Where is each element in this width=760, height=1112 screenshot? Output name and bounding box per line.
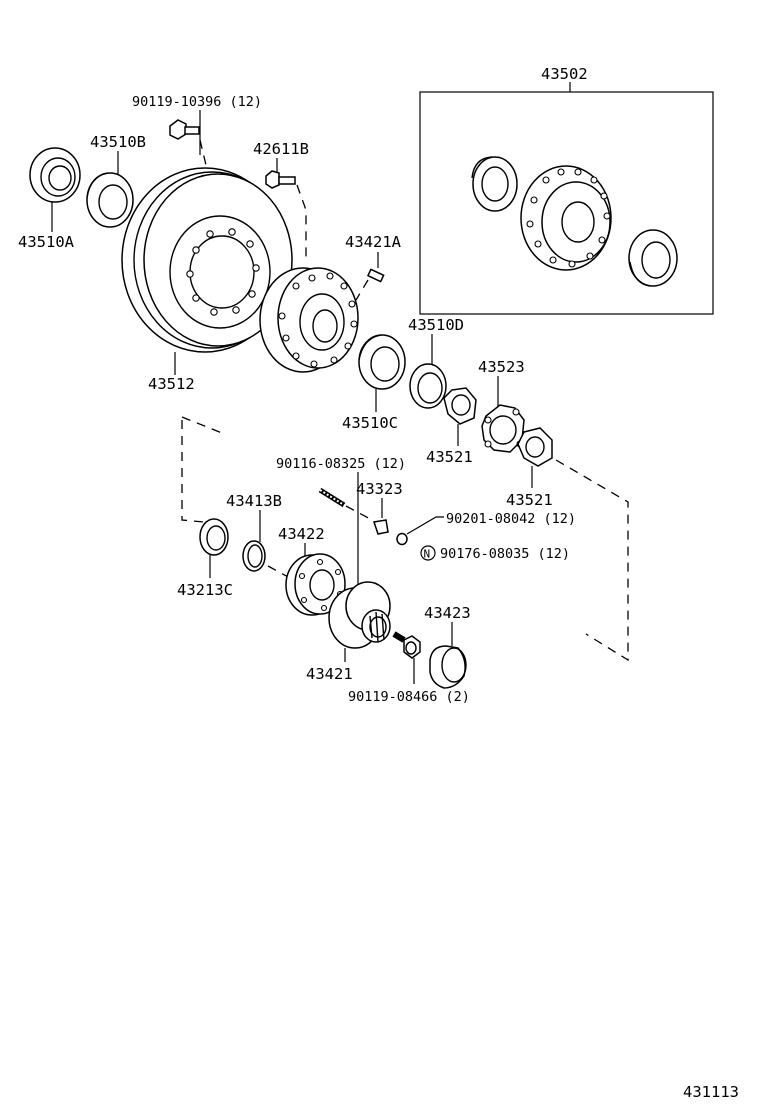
label-43502: 43502	[541, 65, 588, 83]
label-42611B: 42611B	[253, 140, 309, 158]
assembly-dash-right	[555, 459, 629, 662]
lock-nut-43521-upper	[443, 387, 477, 425]
bearing-43510C	[358, 334, 406, 390]
seal-43213C	[199, 518, 229, 556]
label-43510C: 43510C	[342, 414, 398, 432]
gasket-43422	[285, 553, 346, 616]
label-43510D: 43510D	[408, 316, 464, 334]
label-43413B: 43413B	[226, 492, 282, 510]
axle-hub	[259, 267, 359, 373]
label-43423: 43423	[424, 604, 471, 622]
bolt-90119-10396	[169, 119, 200, 140]
kit-box	[419, 91, 714, 315]
label-43421A: 43421A	[345, 233, 402, 251]
label-43512: 43512	[148, 375, 195, 393]
label-43510A: 43510A	[18, 233, 75, 251]
label-43510B: 43510B	[90, 133, 146, 151]
assembly-dash-left	[181, 420, 205, 523]
label-90119-08466: 90119-08466 (2)	[348, 689, 470, 705]
hub-bolt-42611B	[265, 170, 296, 189]
stud-bolt-90116-08325	[318, 487, 346, 508]
label-43213C: 43213C	[177, 581, 233, 599]
label-43523: 43523	[478, 358, 525, 376]
label-43323: 43323	[356, 480, 403, 498]
oil-seal-43510A	[29, 147, 81, 203]
label-90176-08035: 90176-08035 (12)	[440, 546, 570, 562]
bearing-43510B	[86, 172, 134, 228]
kit-bearing-left	[471, 156, 518, 212]
label-43421: 43421	[306, 665, 353, 683]
n-mark-letter: N	[424, 548, 431, 561]
label-90116-08325: 90116-08325 (12)	[276, 456, 406, 472]
drive-flange-43421	[328, 581, 391, 649]
label-90119-10396: 90119-10396 (12)	[132, 94, 262, 110]
brake-disc-43512	[121, 167, 293, 353]
assembly-dash-top-left	[181, 416, 223, 434]
lock-nut-43521-lower	[517, 427, 553, 467]
snap-ring-43413B	[242, 540, 266, 572]
kit-bearing-right	[628, 229, 678, 287]
label-43422: 43422	[278, 525, 325, 543]
cone-washer-43323	[373, 519, 389, 535]
figure-number: 431113	[683, 1083, 739, 1101]
bolt-90119-08466	[392, 631, 421, 659]
pin-43421A	[366, 268, 385, 283]
seal-43510D	[409, 363, 447, 409]
kit-43502-group	[419, 82, 714, 315]
kit-hub	[520, 165, 612, 271]
hub-cap-43423	[429, 645, 467, 689]
new-part-n-mark	[420, 545, 436, 561]
label-90201-08042: 90201-08042 (12)	[446, 511, 576, 527]
label-43521-upper: 43521	[426, 448, 473, 466]
label-43521-lower: 43521	[506, 491, 553, 509]
washer-90201-08042	[396, 532, 408, 546]
